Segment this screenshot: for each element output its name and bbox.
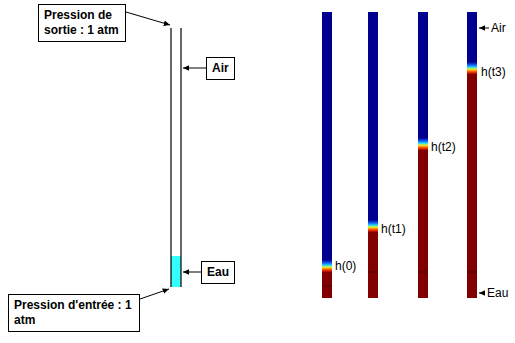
leader-arrow <box>479 293 485 294</box>
column-h1 <box>368 12 378 298</box>
leader-arrow <box>183 272 201 273</box>
tube-wall <box>170 28 171 287</box>
leader-arrow <box>140 289 169 299</box>
box-text: Air <box>212 61 229 76</box>
box-text: Pression d'entrée : 1 atm <box>14 298 134 328</box>
water-label-box: Eau <box>201 261 235 284</box>
height-label: h(0) <box>335 259 356 273</box>
air-label-box: Air <box>206 57 235 80</box>
height-label: h(t2) <box>431 140 456 154</box>
box-text: Pression de sortie : 1 atm <box>44 8 120 38</box>
leader-arrow <box>479 28 489 29</box>
column-h0 <box>322 12 332 298</box>
column-h3 <box>467 12 477 298</box>
water-fill <box>171 256 181 287</box>
phase-label: Air <box>491 21 506 35</box>
inlet-pressure-box: Pression d'entrée : 1 atm <box>8 294 140 332</box>
box-text: Eau <box>207 265 229 280</box>
height-label: h(t3) <box>481 65 506 79</box>
height-label: h(t1) <box>381 222 406 236</box>
leader-arrow <box>126 12 170 25</box>
column-h2 <box>418 12 428 298</box>
leader-arrow <box>183 68 206 69</box>
tube-wall <box>180 28 181 287</box>
phase-label: Eau <box>487 286 508 300</box>
outlet-pressure-box: Pression de sortie : 1 atm <box>38 4 126 42</box>
